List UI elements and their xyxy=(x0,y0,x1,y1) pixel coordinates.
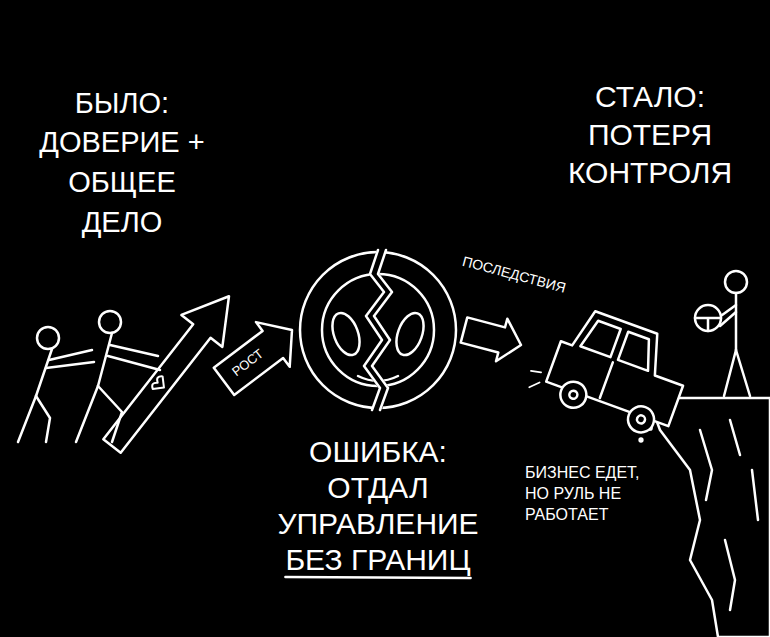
arrow-label: ПОСЛЕДСТВИЯ xyxy=(459,253,570,296)
flow-arrow xyxy=(214,322,292,395)
before-scene: БЫЛО:ДОВЕРИЕ + ОБЩЕЕ ДЕЛО xyxy=(24,80,220,452)
underline xyxy=(285,577,470,578)
section-body: ОТДАЛ УПРАВЛЕНИЕ БЕЗ ГРАНИЦ xyxy=(258,470,498,578)
broken-wheel: ОШИБКА:ОТДАЛ УПРАВЛЕНИЕ БЕЗ ГРАНИЦ xyxy=(296,248,460,412)
flow-arrow xyxy=(461,317,521,361)
car xyxy=(524,298,697,442)
after-scene: СТАЛО:ПОТЕРЯ КОНТРОЛЯБИЗНЕС ЕДЕТ, НО РУЛ… xyxy=(525,250,760,610)
section-heading: БЫЛО: xyxy=(24,84,220,122)
section-heading: ОШИБКА: xyxy=(258,434,498,470)
section-heading: СТАЛО: xyxy=(555,78,745,116)
section-body: ПОТЕРЯ КОНТРОЛЯ xyxy=(555,116,745,192)
wheel-outline xyxy=(296,248,460,412)
person-front xyxy=(76,311,160,442)
note-text: БИЗНЕС ЕДЕТ, НО РУЛЬ НЕ РАБОТАЕТ xyxy=(525,462,665,525)
cliff xyxy=(640,398,770,637)
driver xyxy=(695,271,750,396)
section-body: ДОВЕРИЕ + ОБЩЕЕ ДЕЛО xyxy=(24,122,220,242)
